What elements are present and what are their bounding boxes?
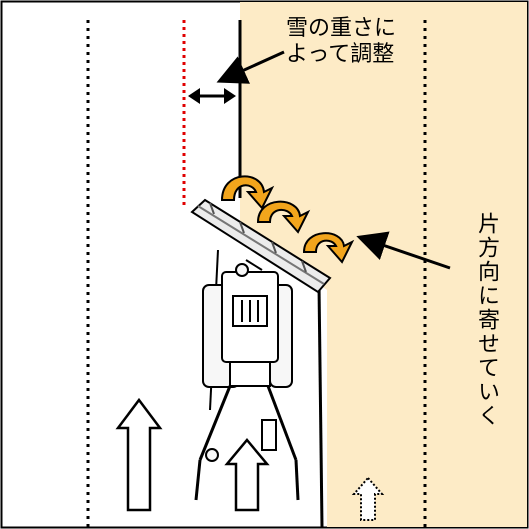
up-arrow-icon [115, 397, 163, 512]
pointer-arrow-icon [356, 231, 451, 270]
label-line-2: よって調整 [286, 42, 395, 67]
snow-blade [190, 198, 332, 294]
label-line-1: 雪の重さに [286, 16, 397, 41]
snow-edge-lower [317, 284, 324, 528]
curl-arrow-icon [302, 232, 355, 264]
cleared-area [240, 2, 527, 527]
push-one-direction-label: 片方向に寄せていく [474, 212, 499, 428]
adjust-by-snow-weight-label: 雪の重さに よって調整 [286, 16, 396, 68]
up-arrow-icon [224, 438, 270, 512]
double-arrow-icon [188, 88, 236, 104]
curl-arrow-icon [220, 175, 275, 210]
snow-plow-machine [194, 249, 300, 501]
pointer-arrow-icon [216, 50, 285, 84]
curl-arrow-icon [256, 200, 311, 234]
dotted-up-arrow-icon [351, 476, 385, 521]
